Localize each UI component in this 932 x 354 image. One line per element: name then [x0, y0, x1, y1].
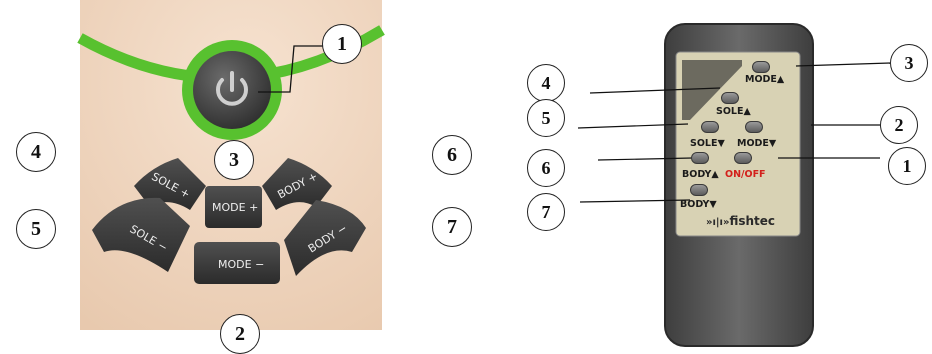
panel-callout-5: 5 — [16, 209, 56, 249]
ir-window — [682, 60, 742, 120]
panel-callout-3: 3 — [214, 140, 254, 180]
remote-mode-up-button[interactable] — [752, 61, 770, 73]
brand-logo: »ı|ı»fishtec — [706, 214, 775, 228]
power-icon — [216, 78, 248, 106]
remote-onoff-label: ON/OFF — [725, 169, 766, 180]
panel-callout-6: 6 — [432, 135, 472, 175]
body-minus-button[interactable] — [284, 200, 366, 276]
body-plus-button[interactable] — [262, 158, 332, 210]
remote-mode-down-button[interactable] — [745, 121, 763, 133]
remote-sole-down-label: SOLE▼ — [690, 138, 725, 149]
panel-callout-4: 4 — [16, 132, 56, 172]
mode-minus-button[interactable] — [194, 242, 280, 284]
panel-callout-7: 7 — [432, 207, 472, 247]
mode-minus-label: MODE − — [218, 258, 265, 271]
remote-callout-7: 7 — [527, 193, 565, 231]
remote-body-down-label: BODY▼ — [680, 199, 717, 210]
remote-body-up-label: BODY▲ — [682, 169, 719, 180]
mode-plus-button[interactable] — [205, 186, 262, 228]
brand-name: fishtec — [729, 214, 776, 228]
remote-body-up-button[interactable] — [691, 152, 709, 164]
remote-sole-down-button[interactable] — [701, 121, 719, 133]
sole-minus-button[interactable] — [92, 197, 190, 272]
remote-mode-down-label: MODE▼ — [737, 138, 777, 149]
panel-callout-1: 1 — [322, 24, 362, 64]
remote-callout-2: 2 — [880, 106, 918, 144]
remote-callout-6: 6 — [527, 149, 565, 187]
remote-sole-up-button[interactable] — [721, 92, 739, 104]
remote-body-down-button[interactable] — [690, 184, 708, 196]
remote-mode-up-label: MODE▲ — [745, 74, 785, 85]
remote-callout-3: 3 — [890, 44, 928, 82]
panel-callout-2: 2 — [220, 314, 260, 354]
brand-mark-icon: »ı|ı» — [706, 217, 730, 228]
remote-sole-up-label: SOLE▲ — [716, 106, 751, 117]
remote-callout-5: 5 — [527, 99, 565, 137]
sole-plus-button[interactable] — [134, 158, 206, 210]
mode-plus-label: MODE + — [212, 201, 259, 214]
remote-callout-4: 4 — [527, 64, 565, 102]
remote-onoff-button[interactable] — [734, 152, 752, 164]
remote-callout-1: 1 — [888, 147, 926, 185]
